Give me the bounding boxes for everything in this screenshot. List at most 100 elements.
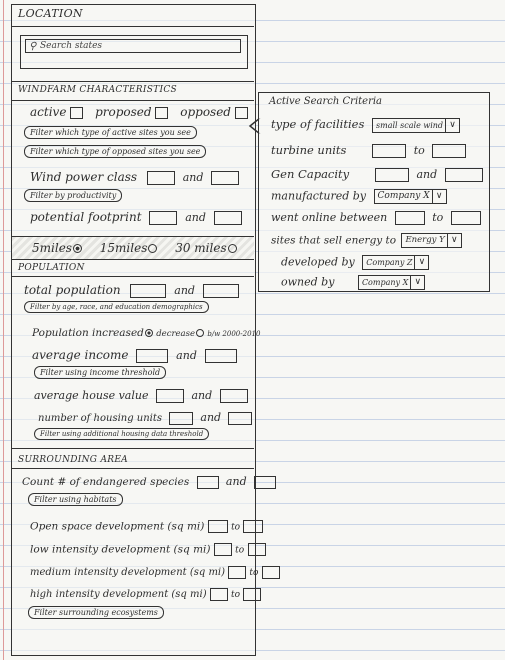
and-label: and (182, 171, 204, 184)
turbine-max-input[interactable] (432, 144, 467, 158)
gen-capacity-max-input[interactable] (444, 168, 483, 182)
filter-ecosystems-button[interactable]: Filter surrounding ecosystems (28, 606, 164, 619)
online-to-input[interactable] (450, 211, 481, 225)
high-intensity-min-input[interactable] (209, 588, 228, 601)
manufacturer-dropdown[interactable]: Company X ∨ (373, 189, 447, 204)
population-change-row: Population increased decrease b/w 2000-2… (32, 327, 260, 339)
energy-dropdown[interactable]: Energy Y ∨ (401, 233, 462, 248)
turbine-label: turbine units (271, 143, 347, 157)
search-input[interactable]: ⚲ Search states (25, 39, 241, 53)
online-from-input[interactable] (394, 211, 425, 225)
turbine-min-input[interactable] (372, 144, 407, 158)
and-label: and (191, 389, 213, 402)
status-proposed-checkbox[interactable] (155, 106, 169, 119)
open-space-min-input[interactable] (207, 520, 228, 533)
footprint-min-input[interactable] (149, 210, 178, 225)
owner-value: Company X (361, 278, 409, 287)
house-value-label: average house value (34, 389, 149, 402)
low-intensity-min-input[interactable] (213, 543, 232, 556)
status-opposed-checkbox[interactable] (234, 106, 248, 119)
medium-intensity-label: medium intensity development (sq mi) (30, 567, 226, 578)
filter-habitats-button[interactable]: Filter using habitats (28, 493, 123, 506)
to-label: to (231, 522, 241, 533)
and-label: and (176, 349, 197, 362)
radius-15-radio[interactable] (148, 244, 158, 253)
decrease-radio[interactable] (196, 329, 205, 337)
owner-dropdown[interactable]: Company X ∨ (357, 275, 426, 290)
filter-income-button[interactable]: Filter using income threshold (34, 366, 167, 379)
manufacturer-row: manufactured by Company X ∨ (271, 189, 447, 204)
gen-capacity-min-input[interactable] (374, 168, 409, 182)
increase-radio[interactable] (144, 329, 153, 337)
housing-units-max-input[interactable] (228, 412, 253, 425)
footprint-max-input[interactable] (213, 210, 242, 225)
house-value-max-input[interactable] (219, 389, 248, 403)
filter-opposed-button[interactable]: Filter which type of opposed sites you s… (24, 145, 207, 158)
sells-energy-row: sites that sell energy to Energy Y ∨ (271, 233, 462, 248)
gen-capacity-label: Gen Capacity (271, 167, 350, 181)
chevron-down-icon: ∨ (445, 118, 459, 132)
average-income-row: average income and (32, 348, 237, 363)
developer-label: developed by (281, 255, 355, 269)
windfarm-header: WINDFARM CHARACTERISTICS (12, 83, 254, 101)
radius-selector: 5miles 15miles 30 miles (12, 236, 254, 260)
location-header: LOCATION (12, 5, 254, 27)
high-intensity-max-input[interactable] (243, 588, 262, 601)
open-space-max-input[interactable] (243, 520, 264, 533)
endangered-max-input[interactable] (253, 475, 276, 489)
radius-15-label: 15miles (99, 241, 148, 255)
radius-30-radio[interactable] (227, 244, 237, 253)
facility-label: type of facilities (271, 117, 365, 131)
filter-housing-button[interactable]: Filter using additional housing data thr… (34, 428, 210, 440)
online-label: went online between (271, 211, 388, 224)
total-population-max-input[interactable] (202, 283, 239, 298)
average-income-min-input[interactable] (136, 348, 169, 363)
sells-energy-label: sites that sell energy to (271, 234, 397, 247)
wind-power-min-input[interactable] (146, 170, 175, 185)
status-active-checkbox[interactable] (70, 106, 84, 119)
filter-active-button[interactable]: Filter which type of active sites you se… (24, 126, 197, 139)
decrease-label: decrease (156, 329, 196, 339)
radius-30-label: 30 miles (175, 241, 227, 255)
open-space-label: Open space development (sq mi) (30, 520, 205, 533)
to-label: to (432, 211, 444, 224)
search-box: ⚲ Search states (20, 35, 248, 69)
total-population-min-input[interactable] (130, 283, 167, 298)
radius-row: 5miles 15miles 30 miles (32, 241, 237, 255)
status-opposed-label: opposed (180, 105, 231, 119)
high-intensity-label: high intensity development (sq mi) (30, 589, 207, 600)
owner-row: owned by Company X ∨ (281, 275, 426, 290)
low-intensity-row: low intensity development (sq mi) to (30, 543, 266, 556)
housing-units-min-input[interactable] (169, 412, 194, 425)
to-label: to (249, 568, 259, 578)
population-increased-label: Population increased (32, 327, 144, 339)
house-value-min-input[interactable] (155, 389, 184, 403)
turbine-row: turbine units to (271, 143, 467, 158)
chevron-down-icon: ∨ (414, 256, 428, 269)
callout-pointer-icon (248, 118, 261, 134)
chevron-down-icon: ∨ (446, 234, 461, 247)
medium-intensity-max-input[interactable] (261, 566, 280, 579)
filter-productivity-button[interactable]: Filter by productivity (24, 189, 123, 202)
total-population-label: total population (24, 283, 121, 297)
radius-5-radio[interactable] (72, 244, 82, 253)
low-intensity-max-input[interactable] (247, 543, 266, 556)
surrounding-header: SURROUNDING AREA (12, 453, 254, 469)
average-income-max-input[interactable] (204, 348, 237, 363)
developer-dropdown[interactable]: Company Z ∨ (362, 255, 430, 270)
low-intensity-label: low intensity development (sq mi) (30, 543, 211, 556)
filter-demographics-button[interactable]: Filter by age, race, and education demog… (24, 301, 209, 313)
developer-value: Company Z (366, 258, 413, 267)
and-label: and (185, 211, 206, 224)
owner-label: owned by (281, 275, 335, 289)
manufacturer-value: Company X (377, 191, 430, 201)
facility-dropdown[interactable]: small scale wind ∨ (372, 117, 461, 133)
endangered-min-input[interactable] (196, 475, 219, 489)
house-value-row: average house value and (34, 389, 248, 403)
wind-power-max-input[interactable] (211, 170, 240, 185)
medium-intensity-min-input[interactable] (228, 566, 247, 579)
chevron-down-icon: ∨ (431, 190, 446, 203)
to-label: to (413, 144, 425, 157)
and-label: and (174, 284, 195, 297)
active-criteria-panel: Active Search Criteria type of facilitie… (258, 92, 490, 292)
